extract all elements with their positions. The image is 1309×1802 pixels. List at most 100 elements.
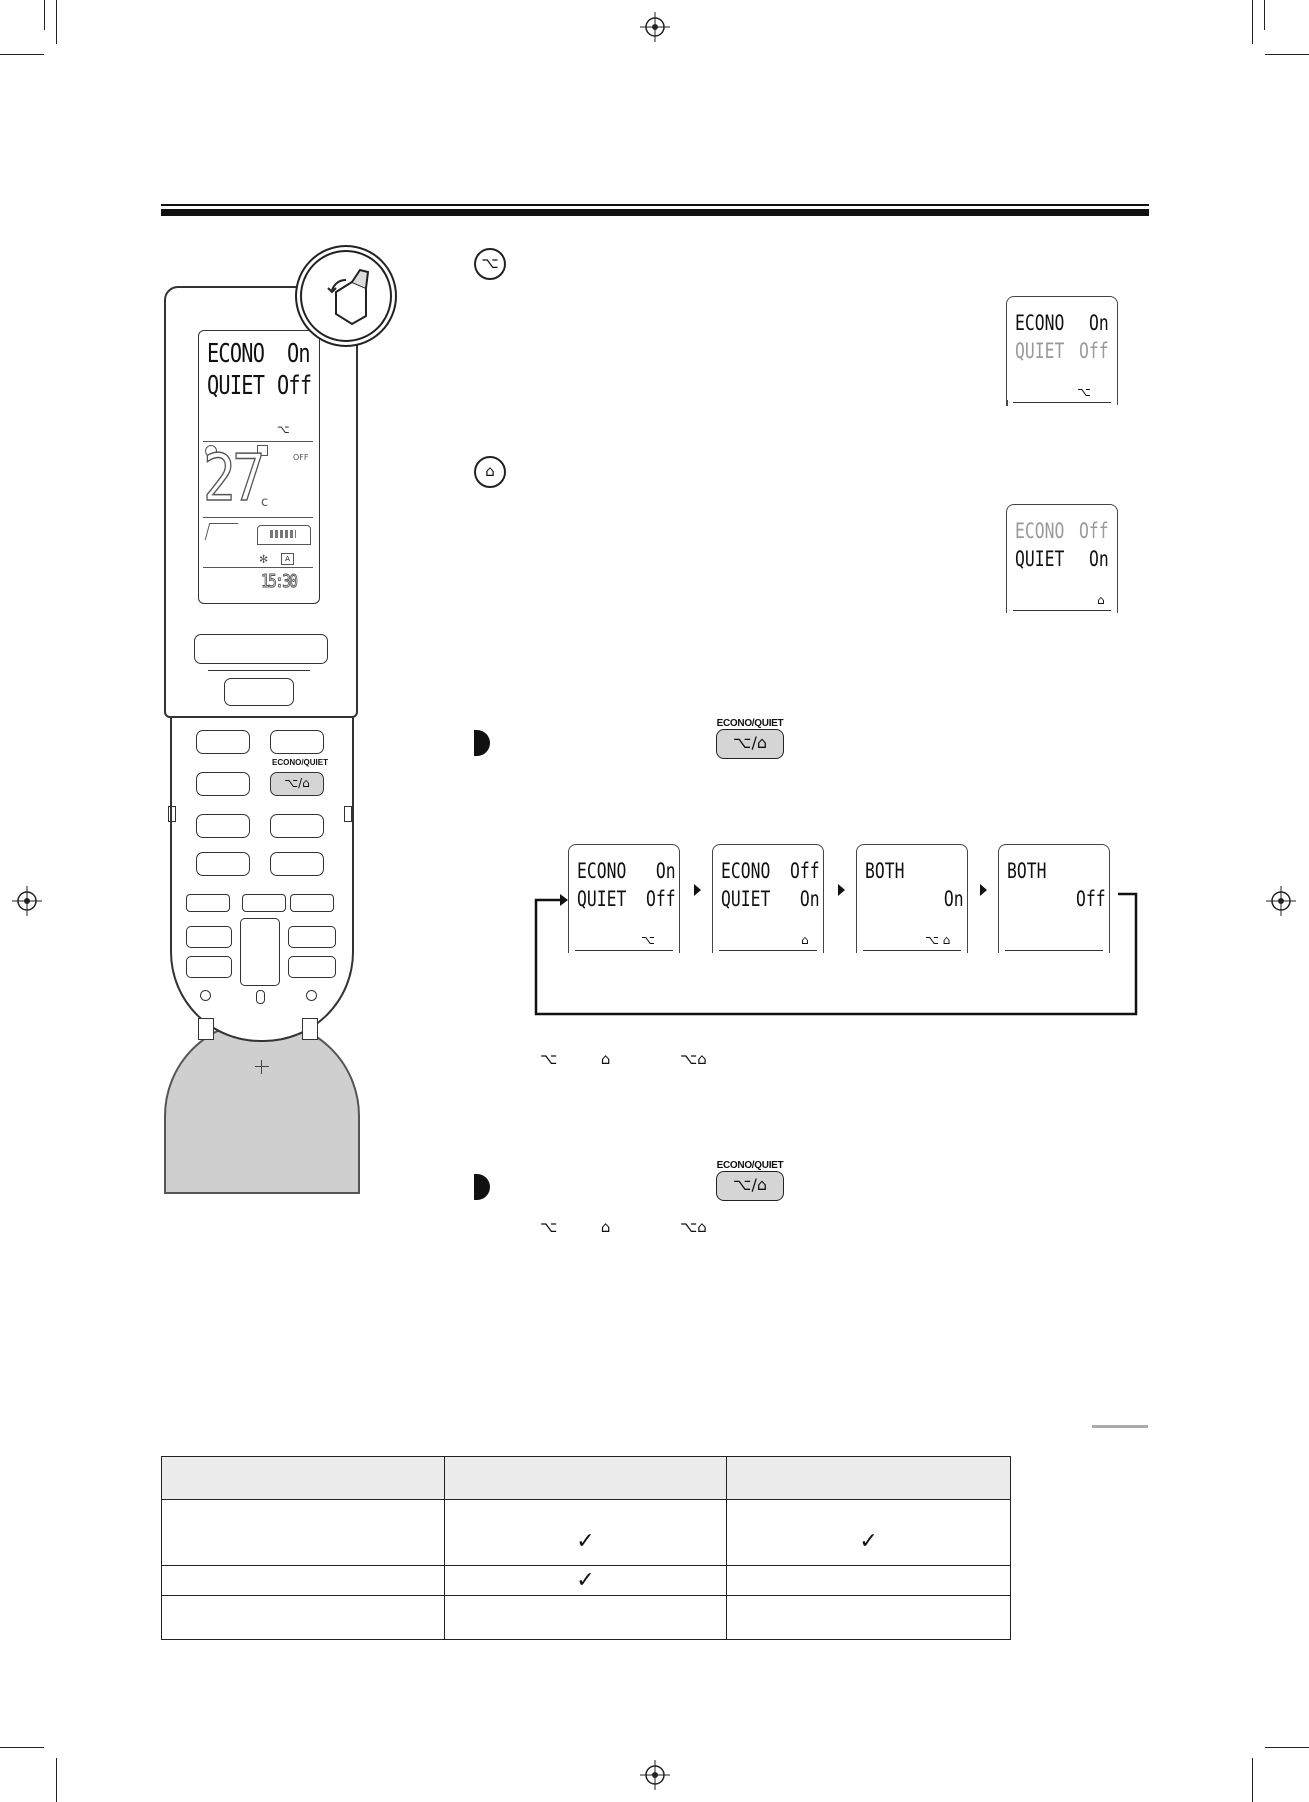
table-header-row (161, 1456, 1011, 1500)
lcd-mode-icon (205, 445, 217, 457)
step-2-button-label: ECONO/QUIET (716, 1160, 784, 1171)
cycle-arrow (838, 884, 845, 896)
remote-button[interactable] (288, 956, 336, 978)
cycle-display-icons: ⌂ (801, 933, 809, 947)
quiet-display-row1-right: Off (1079, 519, 1109, 543)
step-1-marker (474, 730, 490, 756)
remote-center-button[interactable] (240, 918, 280, 986)
lcd-off-indicator: OFF (293, 453, 309, 462)
table-cell (726, 1456, 1011, 1500)
table-cell (443, 1456, 728, 1500)
cycle-display-icons: ⌥ (641, 933, 655, 947)
remote-button[interactable] (196, 852, 250, 876)
function-table: ✓ ✓ ✓ (161, 1456, 1011, 1640)
remote-lcd: ECONO On QUIET Off ⌥ OFF 27 c ✻ A 15:30 (198, 330, 320, 604)
lcd-unit: c (261, 495, 269, 510)
step-1-button-graphic: ECONO/QUIET ⌥/⌂ (710, 718, 790, 759)
remote-button[interactable] (196, 772, 250, 796)
quiet-symbol: ⌂ (600, 1218, 611, 1236)
econo-quiet-button[interactable]: ⌥/⌂ (716, 729, 784, 759)
table-cell (726, 1595, 1011, 1640)
remote-econo-quiet-label: ECONO/QUIET (272, 758, 329, 767)
econo-display-row2-left: QUIET (1015, 339, 1065, 363)
cycle-display-4: BOTH Off (998, 844, 1110, 953)
cycle-display-row2: QUIET On (721, 887, 820, 911)
both-symbol: ⌥⌂ (679, 1050, 707, 1068)
lcd-drop-icon (257, 445, 268, 456)
table-cell (161, 1595, 445, 1640)
remote-button[interactable] (290, 894, 334, 912)
cycle-display-icons: ⌥ ⌂ (925, 933, 951, 947)
quiet-display-row2-left: QUIET (1015, 547, 1065, 571)
remote-button[interactable] (186, 956, 232, 978)
lcd-temperature: 27 (202, 442, 265, 516)
remote-button[interactable] (196, 814, 250, 838)
table-row (161, 1595, 1011, 1640)
step-2-marker (474, 1174, 490, 1200)
table-row: ✓ ✓ (161, 1499, 1011, 1566)
econo-symbol: ⌥ (540, 1050, 558, 1068)
econo-icon: ⌥ (474, 248, 506, 280)
remote-button[interactable] (242, 894, 286, 912)
step-2-button-graphic: ECONO/QUIET ⌥/⌂ (710, 1160, 790, 1201)
both-symbol: ⌥⌂ (679, 1218, 707, 1236)
econo-symbol: ⌥ (540, 1218, 558, 1236)
cycle-display-row2: QUIET Off (577, 887, 676, 911)
cycle-display-row2: Off (1007, 887, 1106, 911)
louver-icon (204, 523, 239, 540)
lcd-econo-icon: ⌥ (277, 423, 290, 436)
cycle-display-row1: ECONO Off (721, 859, 820, 883)
remote-button[interactable] (186, 926, 232, 948)
quiet-icon: ⌂ (474, 456, 506, 488)
econo-display-icon: ⌥ (1077, 385, 1091, 399)
cycle-display-1: ECONO On QUIET Off ⌥ (568, 844, 680, 953)
cycle-display-row1: BOTH (865, 859, 905, 883)
step-1-icons-note: ⌥ ⌂ ⌥⌂ (540, 1050, 707, 1068)
remote-button[interactable] (186, 894, 230, 912)
flip-lid-badge (300, 250, 392, 342)
remote-button[interactable] (270, 814, 324, 838)
lid-button[interactable] (224, 678, 294, 706)
registration-mark-bottom (640, 1760, 670, 1790)
airflow-icon (257, 525, 311, 545)
table-cell (161, 1565, 445, 1596)
lid-window (194, 634, 328, 664)
quiet-display-row1-left: ECONO (1015, 519, 1065, 543)
table-cell (443, 1595, 728, 1640)
remote-econo-quiet-button[interactable]: ⌥/⌂ (270, 772, 324, 796)
note-rule (1092, 1425, 1148, 1428)
quiet-symbol: ⌂ (600, 1050, 611, 1068)
remote-button[interactable] (288, 926, 336, 948)
quiet-display-icon: ⌂ (1097, 593, 1105, 607)
remote-button[interactable] (270, 730, 324, 754)
cycle-display-row1: ECONO On (577, 859, 676, 883)
flip-open-icon (327, 268, 370, 326)
remote-button[interactable] (196, 730, 250, 754)
lcd-econo-value: On (287, 339, 311, 369)
cycle-arrow (980, 884, 987, 896)
table-row: ✓ (161, 1565, 1011, 1596)
cycle-display-row1: BOTH (1007, 859, 1047, 883)
table-cell (161, 1456, 445, 1500)
crosshair-icon (255, 1060, 269, 1074)
cycle-loop-arrow (534, 892, 1138, 1016)
quiet-display-row2-right: On (1089, 547, 1109, 571)
remote-lower-body (170, 710, 354, 1042)
lcd-quiet-label: QUIET (207, 371, 265, 401)
table-cell (161, 1499, 445, 1566)
lcd-econo-label: ECONO (207, 339, 265, 369)
econo-quiet-button[interactable]: ⌥/⌂ (716, 1171, 784, 1201)
table-cell (726, 1565, 1011, 1596)
cycle-display-row2: On (865, 887, 964, 911)
step-2-icons-note: ⌥ ⌂ ⌥⌂ (540, 1218, 707, 1236)
step-1-button-label: ECONO/QUIET (716, 718, 784, 729)
cycle-display-2: ECONO Off QUIET On ⌂ (712, 844, 824, 953)
fan-auto-icon: A (281, 553, 294, 565)
econo-display: ECONO On QUIET Off ⌥ (1006, 296, 1118, 405)
cycle-arrow (694, 884, 701, 896)
lcd-quiet-value: Off (277, 371, 312, 401)
lcd-clock: 15:30 (261, 571, 299, 593)
remote-button[interactable] (270, 852, 324, 876)
table-check-cell: ✓ (443, 1565, 728, 1596)
fan-icon: ✻ (259, 553, 269, 566)
